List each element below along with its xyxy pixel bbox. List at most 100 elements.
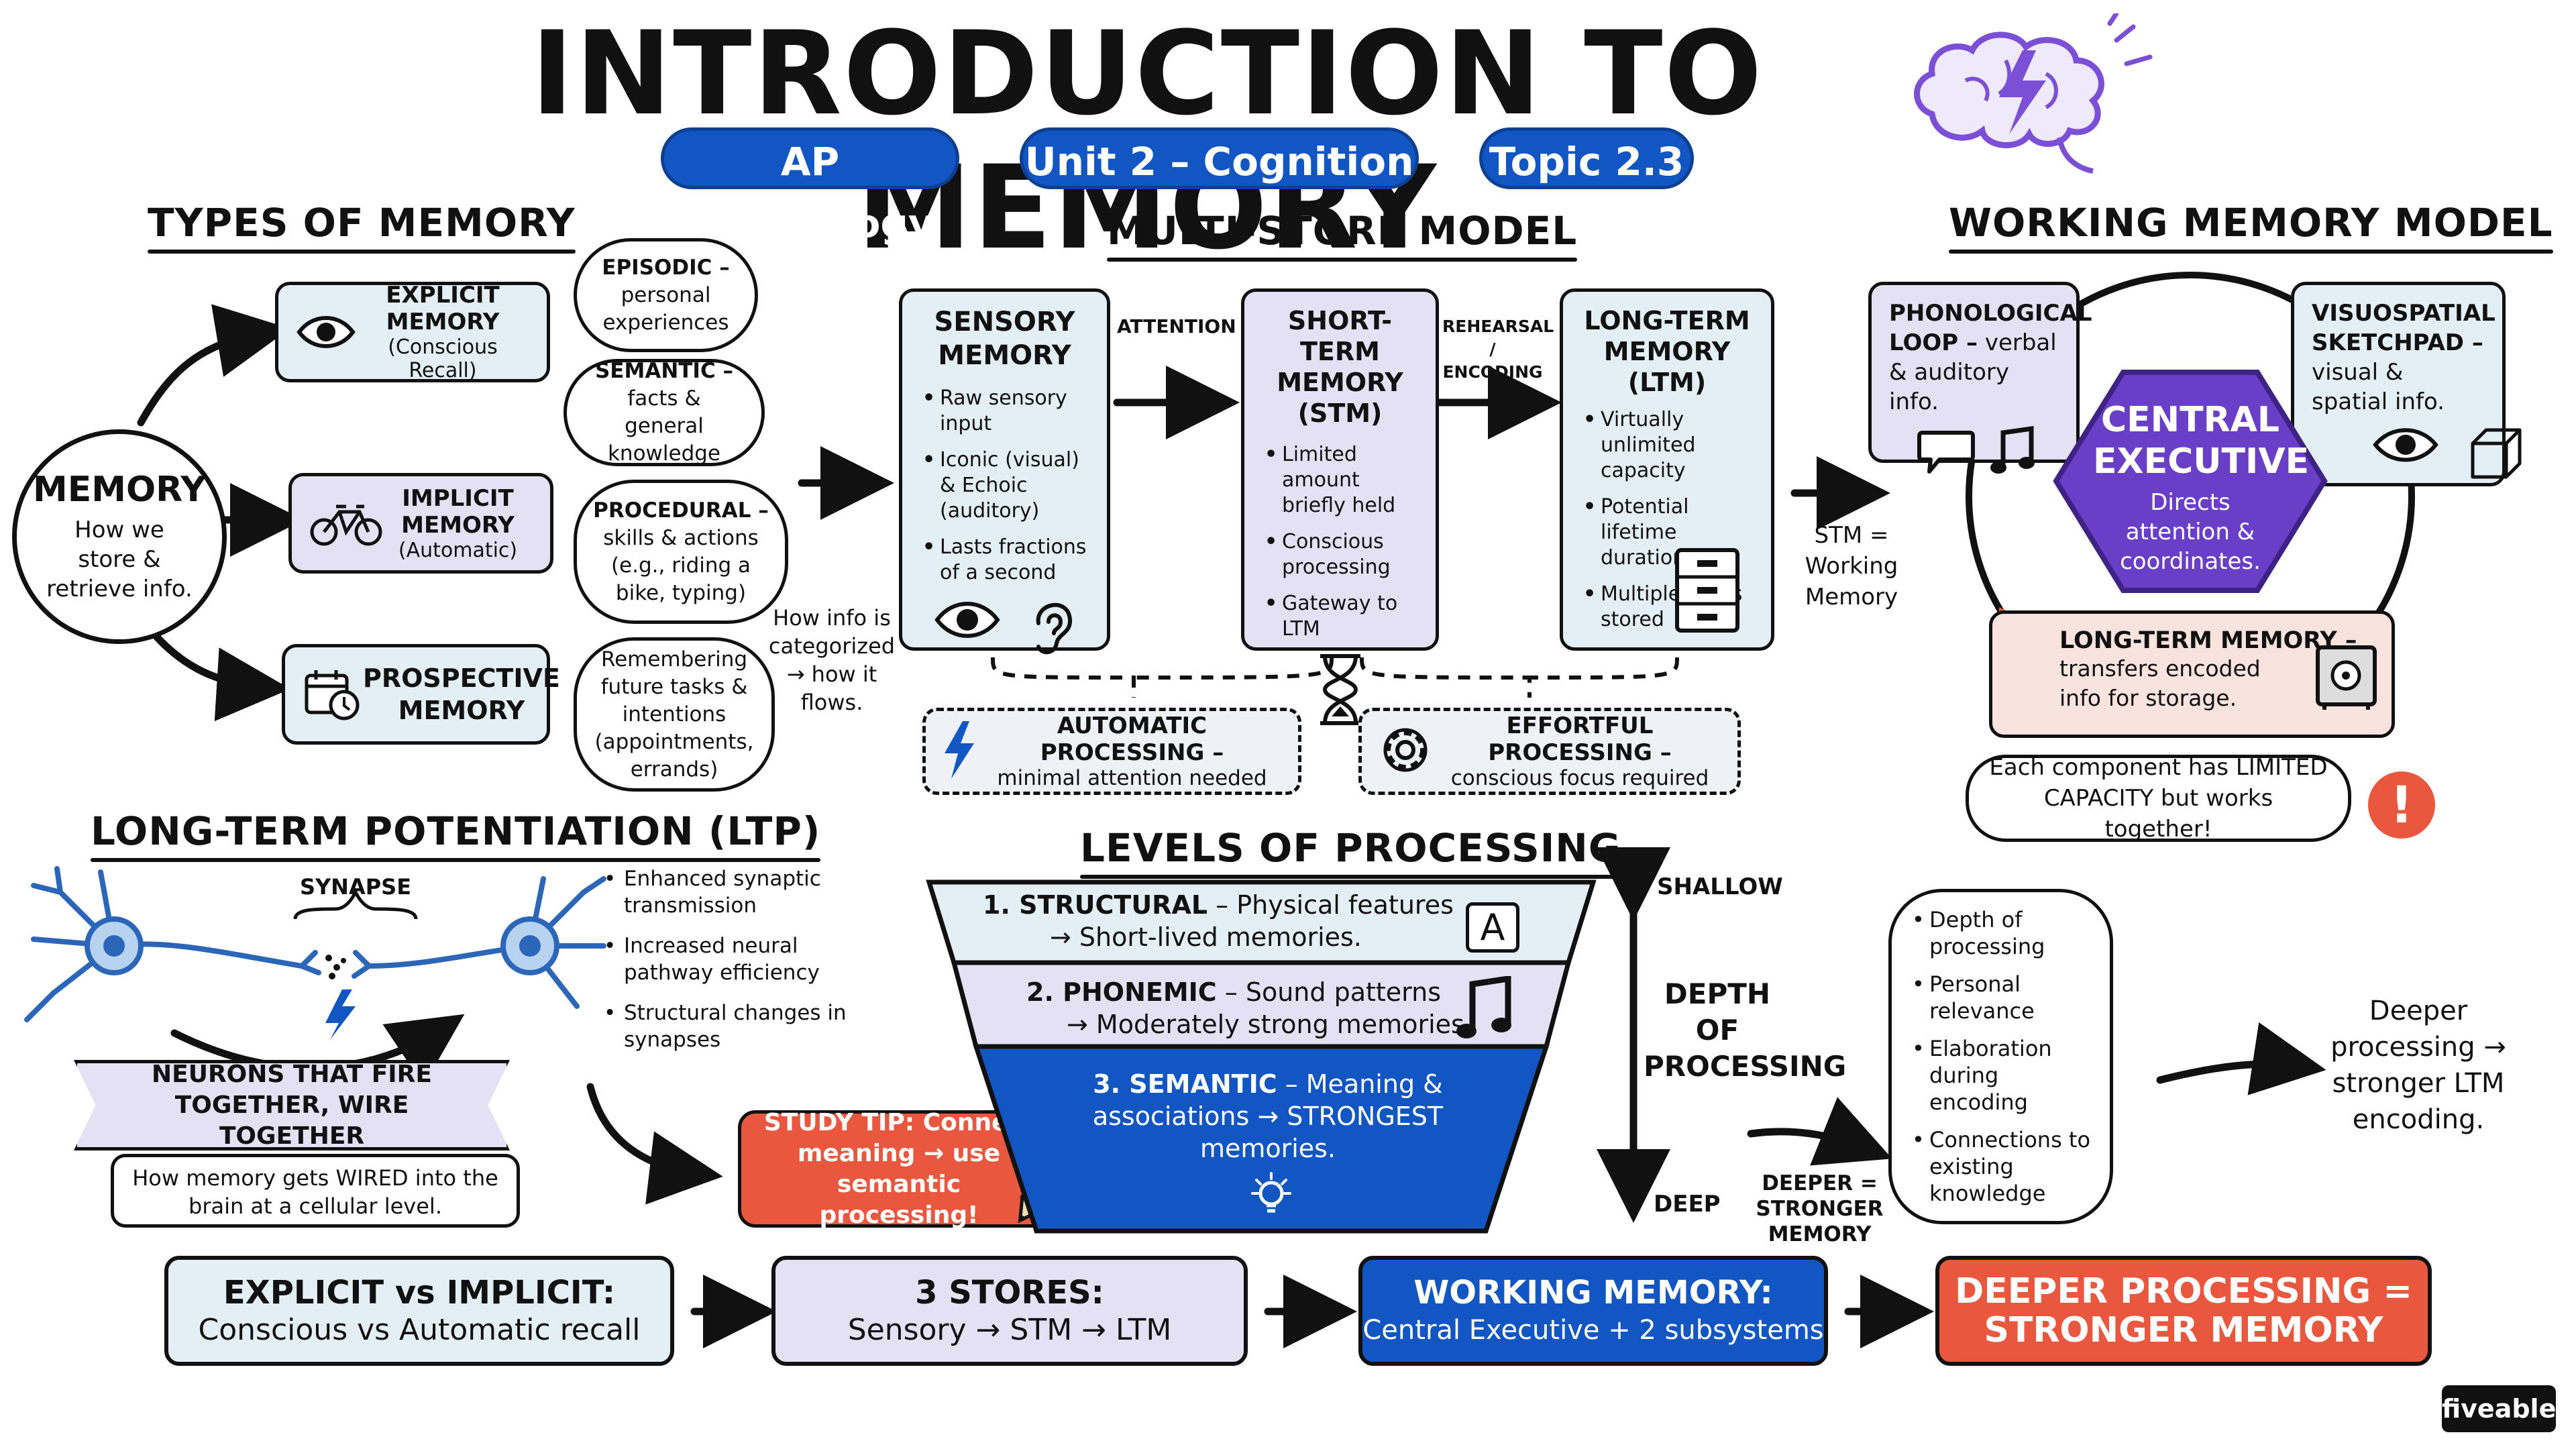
explicit-title: EXPLICIT MEMORY bbox=[386, 282, 500, 335]
summary-three-stores: 3 STORES: Sensory → STM → LTM bbox=[771, 1256, 1248, 1366]
phono-desc: verbal & auditory info. bbox=[1889, 329, 2057, 415]
deeper-label: DEEPER = STRONGER MEMORY bbox=[1756, 1171, 1884, 1246]
cube-icon bbox=[2466, 423, 2526, 486]
automatic-title: AUTOMATIC PROCESSING – bbox=[1040, 712, 1224, 766]
arrow-to-outcome bbox=[2156, 1022, 2326, 1095]
eye-icon bbox=[2372, 423, 2439, 486]
visuo-text: VISUOSPATIAL SKETCHPAD – visual & spatia… bbox=[2312, 299, 2496, 417]
list-item: Lasts fractions of a second bbox=[920, 535, 1089, 586]
episodic-cloud: EPISODIC – personal experiences bbox=[574, 238, 758, 352]
prospective-memory-box: PROSPECTIVE MEMORY bbox=[282, 644, 560, 745]
ltp-note: How memory gets WIRED into the brain at … bbox=[111, 1154, 520, 1228]
summary-text: Sensory → STM → LTM bbox=[847, 1313, 1172, 1347]
music-note-icon bbox=[1990, 425, 2037, 482]
level1-text: 1. STRUCTURAL – Physical features → Shor… bbox=[983, 890, 1454, 952]
list-item: •Structural changes in synapses bbox=[604, 1001, 847, 1052]
bracket-eff-right bbox=[1529, 657, 1679, 680]
automatic-processing-box: AUTOMATIC PROCESSING – minimal attention… bbox=[922, 708, 1301, 795]
stm-title: SHORT-TERM MEMORY (STM) bbox=[1277, 306, 1403, 428]
central-text: Directs attention & coordinates. bbox=[2120, 489, 2261, 575]
summary-title: EXPLICIT vs IMPLICIT: bbox=[223, 1274, 616, 1311]
effortful-processing-box: EFFORTFUL PROCESSING – conscious focus r… bbox=[1358, 708, 1741, 795]
stm-bullets: Limited amount briefly held Conscious pr… bbox=[1262, 442, 1418, 642]
safe-icon bbox=[2314, 644, 2378, 714]
phono-text: PHONOLOGICAL LOOP – verbal & auditory in… bbox=[1889, 299, 2092, 417]
list-item: Conscious processing bbox=[1262, 529, 1418, 580]
arrow-to-explicit bbox=[137, 304, 290, 427]
lightning-icon bbox=[939, 720, 979, 783]
prospective-note: Remembering future tasks & intentions (a… bbox=[594, 647, 754, 782]
sensory-title: SENSORY MEMORY bbox=[934, 307, 1075, 371]
list-item: Raw sensory input bbox=[920, 386, 1089, 437]
list-item: Iconic (visual) & Echoic (auditory) bbox=[920, 447, 1089, 524]
list-item: Potential lifetime duration bbox=[1580, 494, 1754, 571]
list-item: •Increased neural pathway efficiency bbox=[604, 934, 820, 985]
pill-topic: Topic 2.3 bbox=[1479, 127, 1694, 189]
semantic-title: SEMANTIC – bbox=[594, 359, 733, 383]
episodic-title: EPISODIC – bbox=[602, 255, 730, 280]
phonological-loop-box: PHONOLOGICAL LOOP – verbal & auditory in… bbox=[1868, 282, 2092, 474]
attention-label: ATTENTION bbox=[1117, 315, 1236, 337]
effortful-text: conscious focus required bbox=[1450, 766, 1709, 790]
bicycle-icon bbox=[309, 500, 383, 547]
depth-label: DEPTH OF PROCESSING bbox=[1644, 977, 1847, 1083]
deep-label: DEEP bbox=[1654, 1191, 1721, 1218]
ltp-title: LONG-TERM POTENTIATION (LTP) bbox=[91, 808, 820, 862]
memory-circle-text: How we store & retrieve info. bbox=[46, 517, 193, 602]
stm-box: SHORT-TERM MEMORY (STM) Limited amount b… bbox=[1241, 288, 1439, 725]
list-item: •Connections to existing knowledge bbox=[1912, 1127, 2091, 1206]
synapse-label: SYNAPSE bbox=[299, 874, 412, 900]
levels-title: LEVELS OF PROCESSING bbox=[1080, 825, 1621, 879]
memory-circle-title: MEMORY bbox=[32, 470, 207, 510]
implicit-sub: (Automatic) bbox=[398, 538, 518, 562]
msm-title: MULTI-STORE MODEL bbox=[1107, 208, 1577, 262]
list-item: Gateway to LTM bbox=[1262, 591, 1418, 642]
arrow-to-tip bbox=[586, 1083, 723, 1205]
procedural-cloud: PROCEDURAL – skills & actions (e.g., rid… bbox=[574, 480, 788, 624]
synapse-bracket bbox=[293, 888, 418, 920]
list-item: Limited amount briefly held bbox=[1262, 442, 1418, 519]
automatic-text: minimal attention needed bbox=[997, 766, 1267, 790]
memory-circle: MEMORY How we store & retrieve info. bbox=[12, 429, 227, 644]
levels-funnel bbox=[926, 879, 1597, 1234]
ear-icon bbox=[1028, 596, 1075, 659]
sensory-memory-box: SENSORY MEMORY Raw sensory input Iconic … bbox=[899, 288, 1110, 655]
filing-cabinet-icon bbox=[1674, 547, 1741, 637]
explicit-memory-box: EXPLICIT MEMORY (Conscious Recall) bbox=[275, 282, 550, 382]
lightbulb-icon bbox=[1244, 1171, 1298, 1227]
procedural-title: PROCEDURAL – bbox=[593, 498, 769, 523]
summary-text: Conscious vs Automatic recall bbox=[198, 1313, 641, 1347]
music-note-icon bbox=[1456, 975, 1513, 1046]
wmm-title: WORKING MEMORY MODEL bbox=[1949, 200, 2553, 254]
outcome-text: Deeper processing → stronger LTM encodin… bbox=[2330, 996, 2506, 1135]
arrow-to-factors bbox=[1747, 1097, 1892, 1166]
summary-title: 3 STORES: bbox=[915, 1274, 1104, 1311]
ltm-title: LONG-TERM MEMORY (LTM) bbox=[1584, 306, 1750, 397]
wmm-ltm-title: LONG-TERM MEMORY – bbox=[2059, 627, 2357, 654]
gear-icon bbox=[1375, 720, 1436, 783]
implicit-title: IMPLICIT MEMORY bbox=[401, 484, 515, 539]
central-executive-hexagon: CENTRAL EXECUTIVE Directs attention & co… bbox=[2053, 369, 2328, 594]
eye-icon bbox=[296, 312, 356, 352]
ltp-points: •Enhanced synaptic transmission •Increas… bbox=[604, 865, 872, 1053]
stm-working-note: STM = Working Memory bbox=[1805, 522, 1898, 610]
shallow-label: SHALLOW bbox=[1657, 873, 1783, 900]
rehearsal-label: REHEARSAL / ENCODING bbox=[1442, 317, 1554, 382]
summary-deeper-processing: DEEPER PROCESSING = STRONGER MEMORY bbox=[1935, 1256, 2432, 1366]
episodic-text: personal experiences bbox=[602, 282, 729, 335]
flow-note: How info is categorized → how it flows. bbox=[768, 605, 896, 715]
level2-text: 2. PHONEMIC – Sound patterns → Moderatel… bbox=[1026, 977, 1472, 1039]
summary-explicit-implicit: EXPLICIT vs IMPLICIT: Conscious vs Autom… bbox=[164, 1256, 674, 1366]
central-title: CENTRAL EXECUTIVE bbox=[2093, 400, 2310, 482]
summary-working-memory: WORKING MEMORY: Central Executive + 2 su… bbox=[1358, 1256, 1828, 1366]
exclamation-icon: ! bbox=[2368, 771, 2435, 839]
bracket-eff-left bbox=[1360, 657, 1532, 698]
semantic-cloud: SEMANTIC – facts & general knowledge bbox=[564, 359, 765, 466]
explicit-sub: (Conscious Recall) bbox=[388, 335, 498, 382]
eye-icon bbox=[934, 596, 1001, 659]
semantic-text: facts & general knowledge bbox=[607, 386, 721, 466]
list-item: •Personal relevance bbox=[1912, 971, 2035, 1024]
bracket-auto-right bbox=[1133, 657, 1334, 680]
capacity-note: Each component has LIMITED CAPACITY but … bbox=[1966, 754, 2351, 843]
